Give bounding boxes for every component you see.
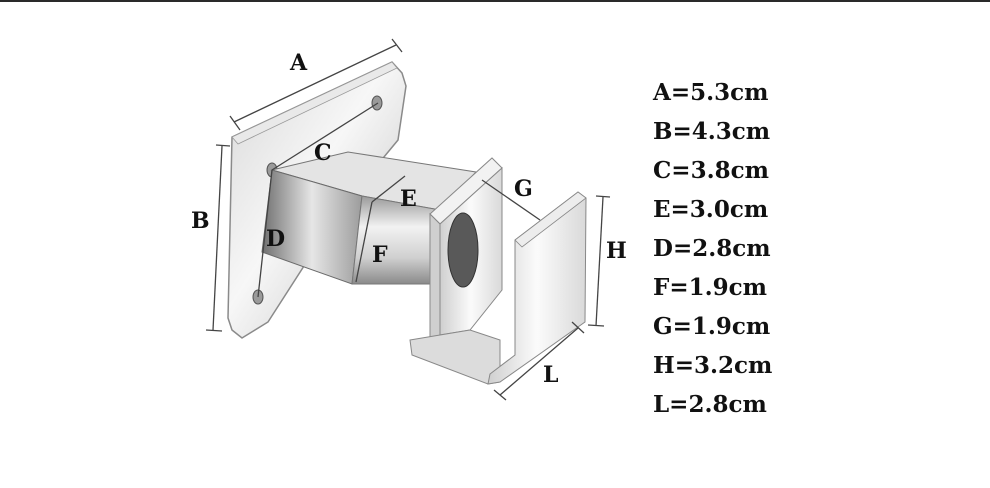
dimension-lines	[205, 38, 611, 401]
top-divider	[0, 0, 990, 2]
label-C: C	[314, 140, 332, 166]
spec-F: F=1.9cm	[653, 274, 767, 301]
dimension-spec-list: A=5.3cm B=4.3cm C=3.8cm E=3.0cm D=2.8cm …	[653, 78, 772, 429]
label-D: D	[266, 226, 285, 252]
label-G: G	[514, 176, 533, 202]
label-A: A	[289, 50, 308, 76]
label-H: H	[606, 238, 627, 264]
dimension-labels: A B C D E F G H L	[191, 50, 627, 388]
spec-B: B=4.3cm	[653, 118, 771, 145]
u-channel	[409, 157, 587, 385]
label-E: E	[400, 186, 417, 212]
label-B: B	[191, 208, 210, 234]
label-L: L	[543, 362, 558, 388]
channel-slot	[447, 212, 479, 288]
square-tube	[261, 151, 478, 285]
label-F: F	[372, 242, 388, 268]
spec-G: G=1.9cm	[653, 313, 771, 340]
spec-E: E=3.0cm	[653, 196, 769, 223]
spec-C: C=3.8cm	[653, 157, 769, 184]
spec-L: L=2.8cm	[653, 391, 767, 418]
spec-A: A=5.3cm	[653, 79, 769, 106]
spec-D: D=2.8cm	[653, 235, 771, 262]
spec-H: H=3.2cm	[653, 352, 773, 379]
